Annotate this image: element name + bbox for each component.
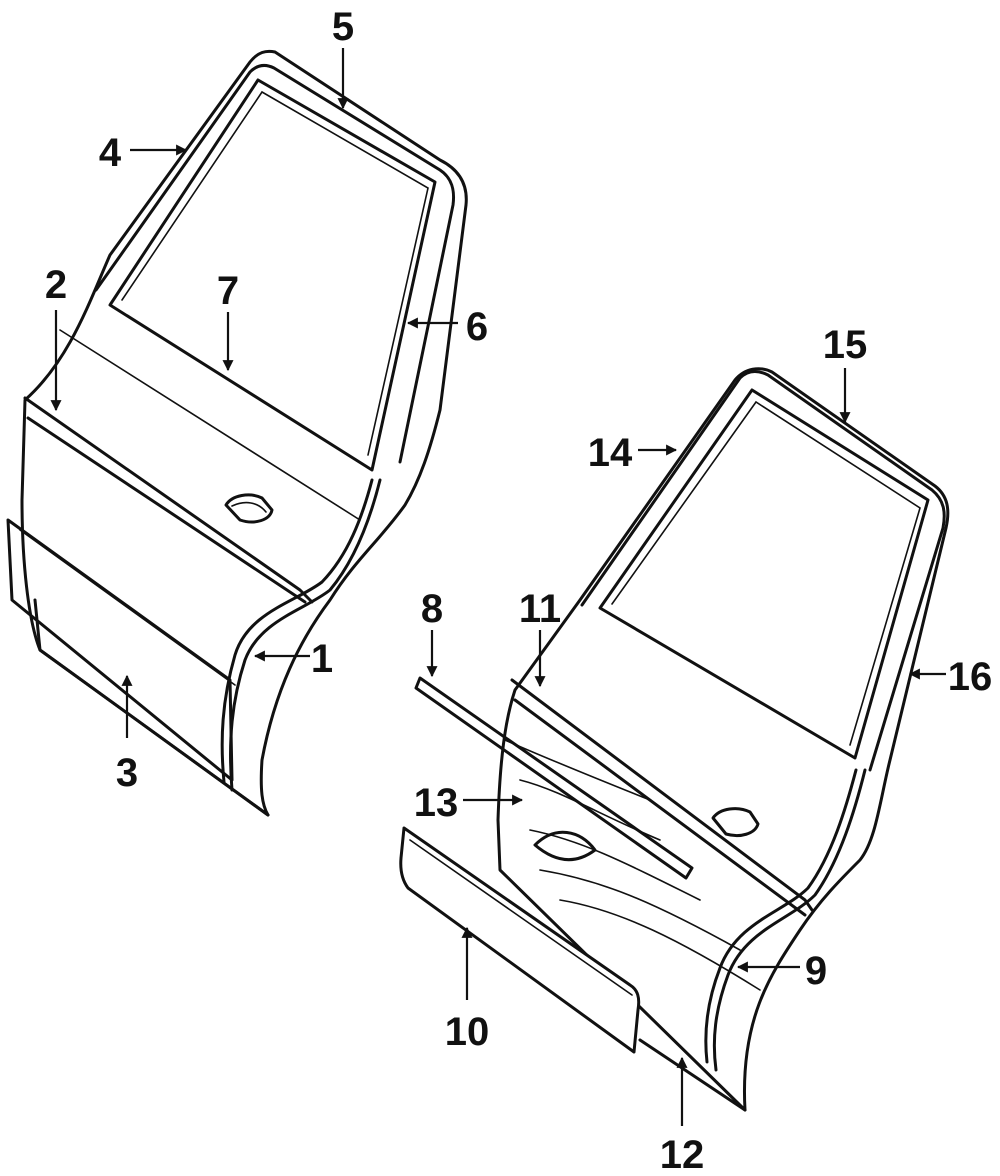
callout-6: 6 [466,305,488,349]
rear-lower-rocker [638,1038,747,1112]
rear-window-inner-run [611,400,921,746]
front-moulding-line [19,529,236,686]
callout-1: 1 [311,637,333,681]
callout-13: 13 [414,781,459,825]
front-rear-weatherstrip [229,478,382,792]
front-window-opening [108,78,437,472]
callout-7: 7 [217,269,239,313]
front-door-shell [20,49,468,817]
callout-15: 15 [823,323,868,367]
callout-5: 5 [332,5,354,49]
leader-lines [50,48,946,1126]
rear-window-frame [580,370,946,772]
rear-rear-weatherstrip [712,768,867,1072]
callout-9: 9 [805,949,827,993]
callout-4: 4 [99,131,122,175]
front-window-frame [94,63,456,464]
rear-door-shell [496,367,950,1112]
rear-belt-moulding-lower [513,698,807,917]
rear-rear-weatherstrip-2 [704,768,858,1064]
front-lower-rocker [33,598,270,817]
callout-3: 3 [116,751,138,795]
rear-woodgrain-knot [533,830,597,862]
callout-12: 12 [660,1133,705,1176]
callout-16: 16 [948,655,993,699]
rear-woodgrain-panel [504,739,761,991]
callout-8: 8 [421,587,443,631]
rear-inner-strip [414,676,694,880]
front-window-inner-run [121,90,429,456]
front-door [6,49,468,817]
callout-labels: 1 2 3 4 5 6 7 8 9 10 11 12 13 14 15 16 [45,5,992,1176]
rear-side-moulding [399,826,641,1054]
front-belt-moulding [23,396,314,604]
front-door-handle-inner [231,501,267,513]
rear-window-opening [598,388,930,760]
front-belt-moulding-lower [26,416,307,604]
front-rear-weatherstrip-2 [220,478,374,784]
callout-10: 10 [445,1010,490,1054]
callout-11: 11 [519,587,561,631]
callout-2: 2 [45,263,67,307]
rear-belt-moulding [510,678,814,912]
rear-side-moulding-line [409,839,633,996]
rear-door [399,367,950,1112]
callout-14: 14 [588,431,633,475]
rear-door-handle [711,807,760,838]
front-body-contour [59,329,361,521]
front-door-handle [224,493,274,524]
